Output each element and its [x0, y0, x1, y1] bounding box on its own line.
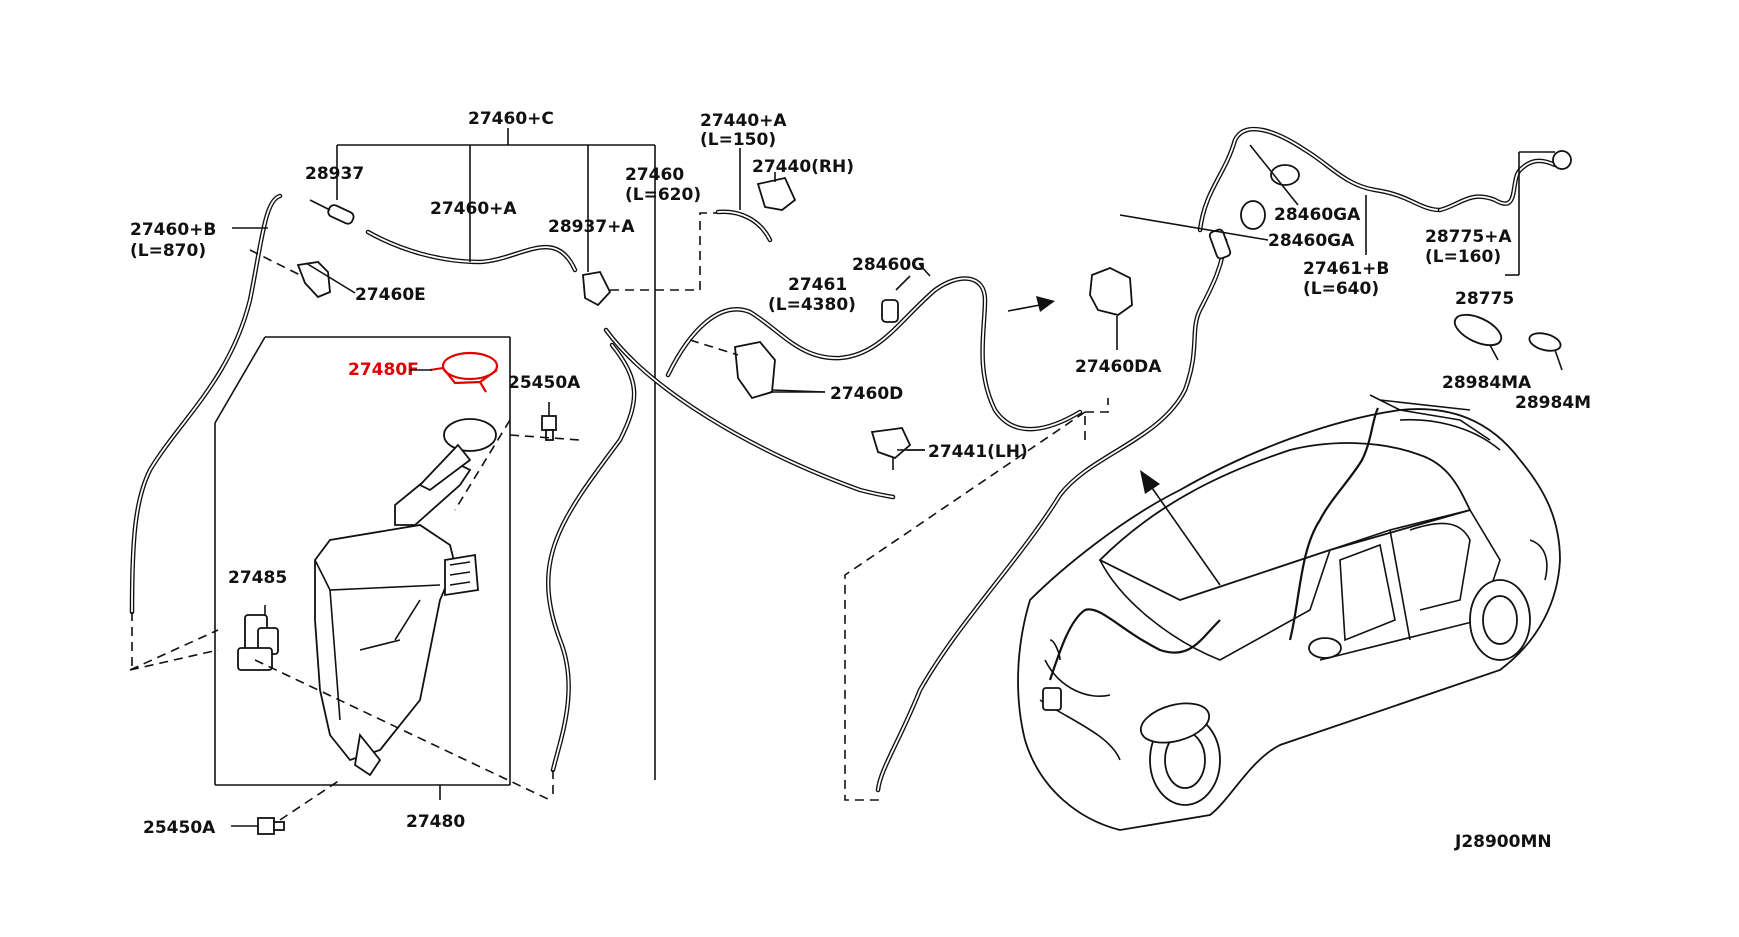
tank-frame	[214, 336, 511, 800]
label-27480: 27480	[406, 812, 465, 832]
label-27485: 27485	[228, 568, 287, 588]
label-27460b-length: (L=870)	[130, 241, 206, 261]
label-27460-length: (L=620)	[625, 185, 701, 205]
grommet-28460ga-1	[1270, 164, 1300, 186]
washer-pump-27485	[237, 605, 279, 671]
guide-dash-tank-right	[454, 419, 581, 511]
callout-labels: 27460+C 28937 27460+B (L=870) 27460+A 27…	[130, 109, 1591, 852]
label-leaders	[305, 214, 1269, 451]
label-28937a: 28937+A	[548, 217, 635, 237]
bracket-27460c	[336, 128, 656, 780]
label-27461: 27461	[788, 275, 847, 295]
hose-27440a	[715, 148, 773, 243]
bracket-28775	[1505, 151, 1555, 276]
label-28460ga-1: 28460GA	[1274, 205, 1361, 225]
screw-25450a-bottom	[231, 817, 285, 835]
label-25450a-top: 25450A	[508, 373, 581, 393]
grommet-28460ga-2	[1240, 200, 1266, 230]
label-27460: 27460	[625, 165, 684, 185]
washer-tank-27480	[314, 418, 497, 777]
cover-28984ma	[1453, 313, 1503, 361]
nozzle-28775	[1552, 150, 1572, 170]
hose-27461	[665, 276, 1083, 432]
leader-28460ga-1	[1249, 144, 1299, 206]
hose-27461b	[1197, 126, 1443, 233]
hose-27460b	[129, 193, 283, 615]
leader-28460g	[919, 264, 931, 277]
label-28984ma: 28984MA	[1442, 373, 1532, 393]
arrow-to-27460da	[1007, 296, 1055, 312]
label-28984m: 28984M	[1515, 393, 1591, 413]
label-28460g: 28460G	[852, 255, 925, 275]
nozzle-27440-rh	[756, 172, 797, 211]
clip-27460e	[249, 249, 331, 299]
label-28937: 28937	[305, 164, 364, 184]
label-27460a: 27460+A	[430, 199, 517, 219]
screw-25450a-top	[541, 402, 557, 441]
hose-27460a	[365, 229, 578, 273]
nozzle-27441-lh	[870, 427, 925, 470]
label-27440a: 27440+A	[700, 111, 787, 131]
arrow-to-hood	[1140, 470, 1221, 586]
hose-28775a	[1437, 158, 1558, 213]
grommet-28460g	[881, 275, 911, 323]
label-25450a-bottom: 25450A	[143, 818, 216, 838]
label-28460ga-2: 28460GA	[1268, 231, 1355, 251]
label-27460da: 27460DA	[1075, 357, 1162, 377]
hose-left-nozzle	[603, 327, 896, 500]
label-28775a: 28775+A	[1425, 227, 1512, 247]
label-27460d: 27460D	[830, 384, 903, 404]
label-28775a-length: (L=160)	[1425, 247, 1501, 267]
guide-dash-pump	[129, 629, 219, 671]
label-27440-rh: 27440(RH)	[752, 157, 854, 177]
cover-28984m	[1528, 332, 1563, 371]
car-illustration	[1017, 394, 1561, 831]
label-27440a-length: (L=150)	[700, 130, 776, 150]
diagram-code: J28900MN	[1454, 832, 1552, 852]
joint-28937	[309, 199, 355, 225]
guide-dash-rear-hose	[844, 398, 1109, 801]
label-27461b: 27461+B	[1303, 259, 1389, 279]
hose-27460	[546, 342, 637, 773]
guide-dash-bottom	[254, 659, 551, 821]
label-27461-length: (L=4380)	[768, 295, 856, 315]
washer-cap-27480f-highlighted	[429, 351, 499, 393]
label-27461b-length: (L=640)	[1303, 279, 1379, 299]
label-27441-lh: 27441(LH)	[928, 442, 1028, 462]
label-27460b: 27460+B	[130, 220, 216, 240]
label-27480f: 27480F	[348, 360, 419, 380]
label-28775: 28775	[1455, 289, 1514, 309]
connector-27460da	[1089, 267, 1133, 350]
label-27460c: 27460+C	[468, 109, 554, 129]
label-27460e: 27460E	[355, 285, 426, 305]
